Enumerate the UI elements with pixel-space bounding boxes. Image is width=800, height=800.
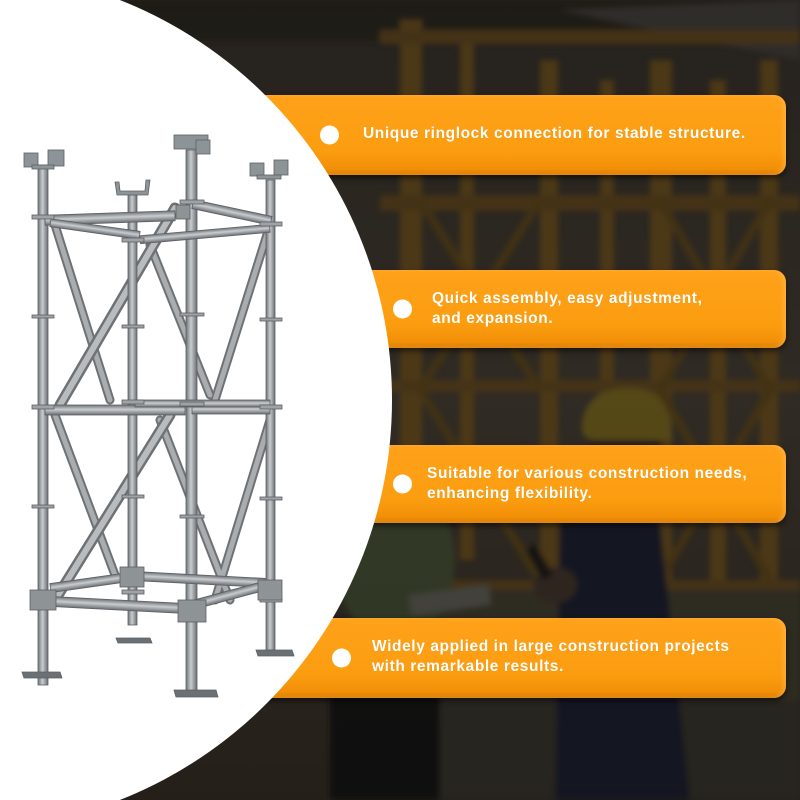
feature-bar-3: Suitable for various construction needs,… — [330, 445, 786, 523]
feature-text: Widely applied in large construction pro… — [372, 638, 730, 675]
bullet-dot-icon — [393, 299, 412, 319]
feature-bar-2: Quick assembly, easy adjustment, and exp… — [330, 270, 786, 348]
bullet-dot-icon — [393, 474, 412, 494]
product-image — [0, 0, 392, 800]
scaffolding-tower-icon — [21, 134, 295, 698]
feature-bar-1: Unique ringlock connection for stable st… — [230, 95, 786, 175]
feature-text: Quick assembly, easy adjustment, and exp… — [432, 290, 703, 327]
feature-text: Suitable for various construction needs,… — [427, 465, 748, 502]
product-panel — [0, 0, 392, 800]
bullet-dot-icon — [320, 125, 339, 145]
feature-text: Unique ringlock connection for stable st… — [363, 125, 746, 142]
bullet-dot-icon — [332, 648, 351, 668]
